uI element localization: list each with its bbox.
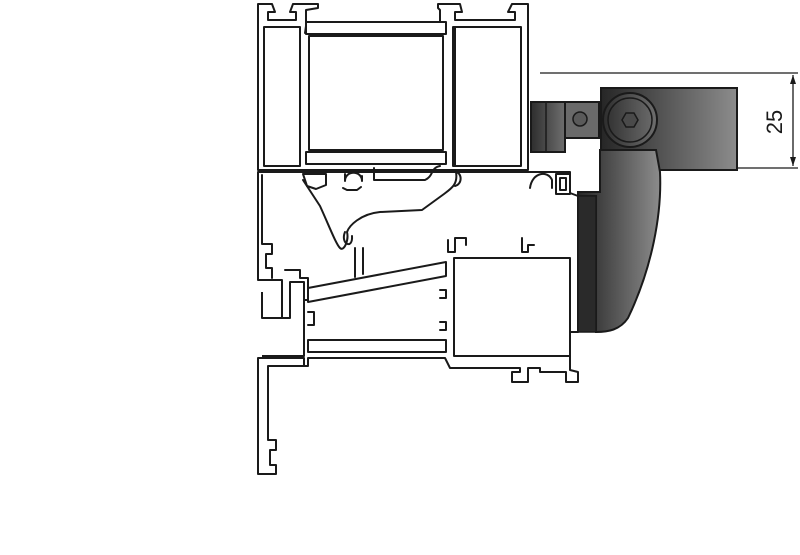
dimension-25: 25	[540, 72, 798, 169]
upper-left-chamber	[263, 26, 301, 167]
upper-right-chamber	[454, 26, 522, 167]
upper-sash-profile	[257, 3, 529, 171]
outer-frame-leg	[257, 357, 305, 475]
upper-main-chamber	[308, 35, 444, 151]
hinge-bracket	[530, 87, 738, 334]
hex-bolt-icon	[621, 112, 639, 128]
pin-icon	[572, 111, 588, 127]
hinge-small-block	[530, 101, 566, 153]
dimension-label: 25	[762, 110, 787, 134]
frame-profile	[257, 165, 579, 383]
lower-right-chamber	[453, 257, 571, 357]
